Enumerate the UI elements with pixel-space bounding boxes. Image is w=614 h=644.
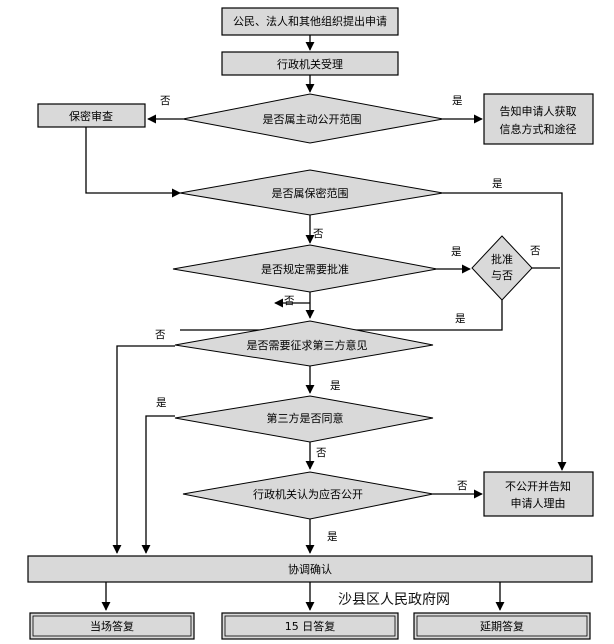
- box-reply-15: 15 日答复: [221, 612, 399, 640]
- label-yes-approval: 是: [451, 246, 462, 258]
- diamond-approve-line1: 批准: [491, 252, 513, 266]
- diamond-third-needed-label: 是否需要征求第三方意见: [247, 338, 368, 352]
- box-reply-15-label: 15 日答复: [285, 619, 336, 633]
- label-yes-approve: 是: [455, 313, 466, 325]
- label-yes-should-disclose: 是: [327, 531, 338, 543]
- diamond-approval: 是否规定需要批准: [172, 244, 438, 293]
- box-reply-ext-label: 延期答复: [480, 619, 524, 633]
- box-coordinate-label: 协调确认: [288, 562, 332, 576]
- box-secrecy-review-label: 保密审查: [69, 109, 113, 123]
- label-no-approve: 否: [530, 245, 541, 257]
- label-no-third-needed: 否: [155, 329, 166, 341]
- label-no-approval: 否: [284, 295, 295, 307]
- box-reply-ext: 延期答复: [413, 612, 591, 640]
- diamond-active-label: 是否属主动公开范围: [263, 112, 362, 126]
- diamond-should-disclose: 行政机关认为应否公开: [182, 471, 434, 520]
- label-no-active: 否: [160, 95, 171, 107]
- box-accept-label: 行政机关受理: [277, 57, 343, 71]
- box-refuse-line2: 申请人理由: [511, 496, 566, 510]
- diamond-third-needed: 是否需要征求第三方意见: [174, 320, 434, 367]
- box-refuse-line1: 不公开并告知: [505, 479, 571, 493]
- label-no-should-disclose: 否: [457, 480, 468, 492]
- edge-qagree-coordinate: [141, 415, 175, 554]
- label-yes-third-agree: 是: [156, 397, 167, 409]
- label-no-third-agree: 否: [316, 447, 327, 459]
- diamond-approve-line2: 与否: [491, 269, 513, 282]
- watermark-bg: [330, 588, 460, 610]
- label-no-secret: 否: [313, 228, 324, 240]
- diamond-should-disclose-label: 行政机关认为应否公开: [253, 487, 363, 501]
- box-apply: 公民、法人和其他组织提出申请: [221, 7, 399, 36]
- box-notify-line1: 告知申请人获取: [500, 104, 577, 118]
- box-reply-now: 当场答复: [29, 612, 195, 640]
- label-yes-secret: 是: [492, 178, 503, 190]
- diamond-approval-label: 是否规定需要批准: [261, 262, 349, 276]
- edge-secrecy-qsecret: [85, 127, 181, 198]
- edge-labels: 否 是 是 否 是 否 否 是 否 是 是 否 否 是: [155, 95, 541, 543]
- box-notify-line2: 信息方式和途径: [500, 122, 577, 136]
- box-reply-now-label: 当场答复: [90, 619, 134, 633]
- box-secrecy-review: 保密审查: [37, 103, 146, 128]
- box-coordinate: 协调确认: [27, 555, 593, 583]
- diamond-secret: 是否属保密范围: [179, 169, 444, 216]
- diamond-third-agree: 第三方是否同意: [174, 395, 434, 443]
- label-yes-active: 是: [452, 95, 463, 107]
- diamond-secret-label: 是否属保密范围: [272, 186, 349, 200]
- diamond-active: 是否属主动公开范围: [182, 93, 444, 144]
- diamond-approve: 批准 与否: [471, 235, 533, 301]
- edge-qsecret-refuse: [443, 192, 567, 471]
- box-apply-label: 公民、法人和其他组织提出申请: [233, 14, 387, 28]
- label-yes-third-needed: 是: [330, 380, 341, 392]
- box-refuse: 不公开并告知 申请人理由: [483, 471, 594, 517]
- edge-approve-yes: [180, 300, 503, 331]
- watermark-text: 沙县区人民政府网: [338, 592, 450, 608]
- diamond-third-agree-label: 第三方是否同意: [267, 411, 344, 425]
- box-notify: 告知申请人获取 信息方式和途径: [483, 93, 594, 145]
- edge-qthird-coordinate: [112, 345, 175, 554]
- box-accept: 行政机关受理: [221, 51, 399, 76]
